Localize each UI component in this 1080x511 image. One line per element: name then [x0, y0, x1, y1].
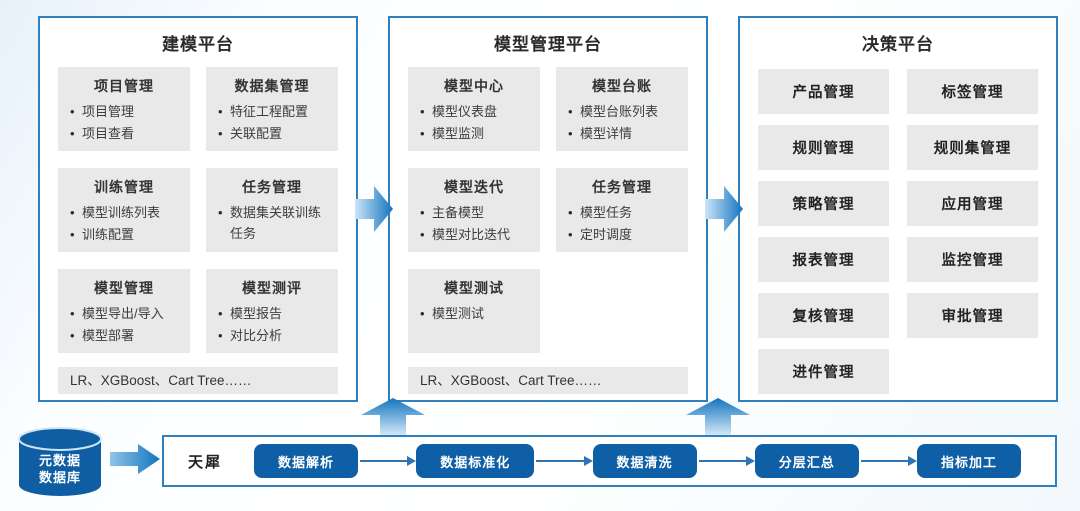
- decision-cell: 复核管理: [758, 293, 889, 338]
- database-label: 元数据 数据库: [17, 452, 103, 486]
- panel-decision-platform: 决策平台 产品管理标签管理规则管理规则集管理策略管理应用管理报表管理监控管理复核…: [738, 16, 1058, 402]
- algorithms-bar: LR、XGBoost、Cart Tree……: [58, 367, 338, 394]
- panel-title: 决策平台: [862, 35, 934, 54]
- card-title: 任务管理: [242, 179, 302, 195]
- feature-card: 模型台账模型台账列表模型详情: [556, 67, 688, 151]
- decision-cell: 报表管理: [758, 237, 889, 282]
- feature-card: 模型中心模型仪表盘模型监测: [408, 67, 540, 151]
- card-item: 模型任务: [564, 202, 680, 223]
- feature-card: 项目管理项目管理项目查看: [58, 67, 190, 151]
- card-item: 主备模型: [416, 202, 532, 223]
- feature-card: 模型测试模型测试: [408, 269, 540, 353]
- pipeline-system-label: 天犀: [188, 453, 223, 471]
- pipeline-stage: 数据解析: [254, 444, 359, 478]
- data-pipeline-container: 天犀 数据解析 数据标准化 数据清洗 分层汇总 指标加工: [162, 435, 1057, 487]
- card-item: 模型详情: [564, 123, 680, 144]
- card-title: 模型测评: [242, 280, 302, 296]
- card-item: 特征工程配置: [214, 101, 330, 122]
- card-item: 模型台账列表: [564, 101, 680, 122]
- pipeline-stage: 数据清洗: [592, 444, 697, 478]
- database-label-line: 数据库: [38, 470, 81, 485]
- metadata-database-cylinder: 元数据 数据库: [17, 426, 103, 498]
- flow-arrow-right-icon: [705, 186, 743, 232]
- card-item: 项目管理: [66, 101, 182, 122]
- card-item-list: 模型测试: [416, 303, 532, 324]
- pipeline-connector-arrow-icon: [860, 456, 918, 466]
- card-title: 模型中心: [444, 78, 504, 94]
- pipeline-stage: 分层汇总: [754, 444, 859, 478]
- decision-cell: 监控管理: [907, 237, 1038, 282]
- pipeline-stage: 数据标准化: [416, 444, 535, 478]
- card-item-list: 模型训练列表训练配置: [66, 202, 182, 245]
- card-grid: 项目管理项目管理项目查看数据集管理特征工程配置关联配置训练管理模型训练列表训练配…: [58, 67, 338, 353]
- card-item: 定时调度: [564, 224, 680, 245]
- feature-card: 模型迭代主备模型模型对比迭代: [408, 168, 540, 252]
- database-icon: [18, 427, 102, 496]
- flow-arrow-right-icon: [110, 444, 160, 474]
- card-title: 任务管理: [592, 179, 652, 195]
- card-item: 模型监测: [416, 123, 532, 144]
- card-title: 模型测试: [444, 280, 504, 296]
- flow-arrow-up-icon: [361, 398, 425, 437]
- panel-title: 模型管理平台: [494, 35, 602, 54]
- card-item-list: 模型台账列表模型详情: [564, 101, 680, 144]
- card-item: 数据集关联训练任务: [214, 202, 330, 244]
- card-title: 模型管理: [94, 280, 154, 296]
- database-label-line: 元数据: [38, 453, 81, 468]
- feature-card: 任务管理模型任务定时调度: [556, 168, 688, 252]
- pipeline-connector-arrow-icon: [698, 456, 756, 466]
- card-title: 数据集管理: [234, 78, 310, 94]
- decision-cell: 规则集管理: [907, 125, 1038, 170]
- pipeline-stages: 数据解析 数据标准化 数据清洗 分层汇总 指标加工: [254, 444, 1022, 478]
- feature-card: 模型管理模型导出/导入模型部署: [58, 269, 190, 353]
- card-item: 对比分析: [214, 325, 330, 346]
- card-item: 关联配置: [214, 123, 330, 144]
- cell-grid: 产品管理标签管理规则管理规则集管理策略管理应用管理报表管理监控管理复核管理审批管…: [758, 69, 1038, 394]
- decision-cell: 进件管理: [758, 349, 889, 394]
- feature-card: 模型测评模型报告对比分析: [206, 269, 338, 353]
- card-item: 模型仪表盘: [416, 101, 532, 122]
- card-item-list: 模型导出/导入模型部署: [66, 303, 182, 346]
- card-item: 模型测试: [416, 303, 532, 324]
- card-item: 模型训练列表: [66, 202, 182, 223]
- pipeline-stage: 指标加工: [917, 444, 1022, 478]
- card-item-list: 模型报告对比分析: [214, 303, 330, 346]
- card-grid: 模型中心模型仪表盘模型监测模型台账模型台账列表模型详情模型迭代主备模型模型对比迭…: [408, 67, 688, 353]
- card-item: 训练配置: [66, 224, 182, 245]
- card-item: 模型对比迭代: [416, 224, 532, 245]
- panel-title: 建模平台: [162, 35, 234, 54]
- feature-card: 数据集管理特征工程配置关联配置: [206, 67, 338, 151]
- card-title: 模型台账: [592, 78, 652, 94]
- decision-cell: 标签管理: [907, 69, 1038, 114]
- card-item-list: 项目管理项目查看: [66, 101, 182, 144]
- flow-arrow-right-icon: [355, 186, 393, 232]
- panel-model-management-platform: 模型管理平台 模型中心模型仪表盘模型监测模型台账模型台账列表模型详情模型迭代主备…: [388, 16, 708, 402]
- card-item-list: 数据集关联训练任务: [214, 202, 330, 244]
- card-item-list: 模型任务定时调度: [564, 202, 680, 245]
- pipeline-connector-arrow-icon: [536, 456, 593, 466]
- decision-cell: 审批管理: [907, 293, 1038, 338]
- flow-arrow-up-icon: [686, 398, 750, 437]
- card-item-list: 主备模型模型对比迭代: [416, 202, 532, 245]
- card-item: 项目查看: [66, 123, 182, 144]
- decision-cell: 应用管理: [907, 181, 1038, 226]
- card-item: 模型部署: [66, 325, 182, 346]
- feature-card: 训练管理模型训练列表训练配置: [58, 168, 190, 252]
- card-title: 模型迭代: [444, 179, 504, 195]
- panel-modeling-platform: 建模平台 项目管理项目管理项目查看数据集管理特征工程配置关联配置训练管理模型训练…: [38, 16, 358, 402]
- card-item-list: 模型仪表盘模型监测: [416, 101, 532, 144]
- algorithms-bar: LR、XGBoost、Cart Tree……: [408, 367, 688, 394]
- decision-cell: 产品管理: [758, 69, 889, 114]
- card-title: 项目管理: [94, 78, 154, 94]
- card-title: 训练管理: [94, 179, 154, 195]
- card-item: 模型导出/导入: [66, 303, 182, 324]
- feature-card: 任务管理数据集关联训练任务: [206, 168, 338, 252]
- card-item: 模型报告: [214, 303, 330, 324]
- card-item-list: 特征工程配置关联配置: [214, 101, 330, 144]
- decision-cell: 策略管理: [758, 181, 889, 226]
- pipeline-connector-arrow-icon: [360, 456, 417, 466]
- decision-cell: 规则管理: [758, 125, 889, 170]
